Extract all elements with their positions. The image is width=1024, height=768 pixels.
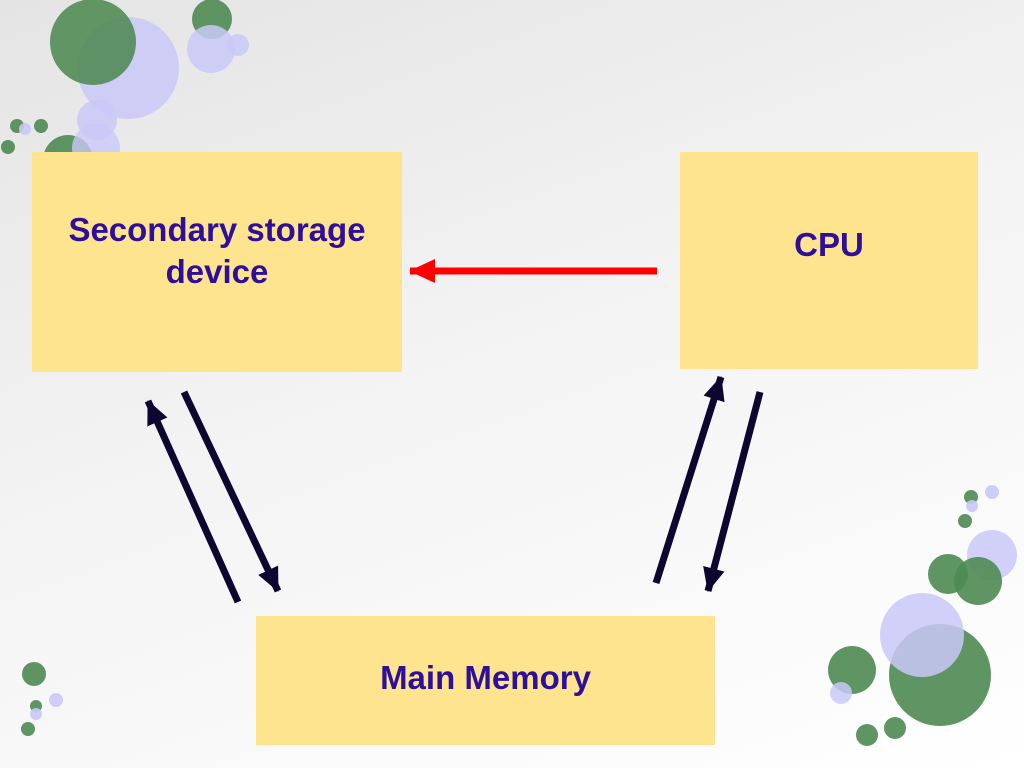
secondary-storage-node: Secondary storage device <box>32 152 402 372</box>
main-memory-label: Main Memory <box>380 659 591 696</box>
cpu-node: CPU <box>680 152 978 369</box>
bubble-cluster-bottom-left <box>21 662 63 736</box>
main-memory-node: Main Memory <box>256 616 715 745</box>
bubble-cluster-bottom-right <box>828 485 1017 746</box>
arrow-cpu-to-memory <box>703 391 764 592</box>
secondary-storage-label: Secondary storage device <box>68 211 366 290</box>
arrow-secondary-storage-to-memory <box>180 390 282 593</box>
arrow-memory-to-cpu <box>652 375 725 585</box>
cpu-label: CPU <box>794 225 864 263</box>
arrow-memory-to-secondary-storage <box>144 399 242 604</box>
